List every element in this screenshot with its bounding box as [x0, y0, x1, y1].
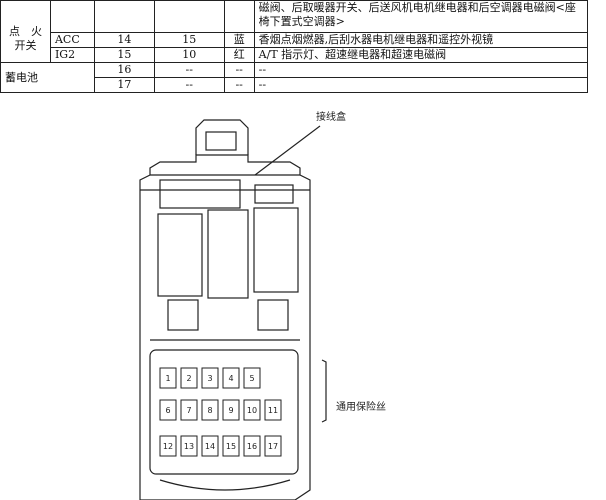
- fuse-number: 12: [163, 442, 173, 451]
- fuse-slot: [159, 367, 177, 389]
- fuse-table: 点 火 开关 磁阀、后取暖器开关、后送风机电机继电器和后空调器电磁阀<座椅下置式…: [0, 0, 589, 93]
- relay-block-left: [157, 213, 203, 297]
- fuse-number: 11: [268, 406, 278, 415]
- fuse-slot: [222, 367, 240, 389]
- relay-block-top: [159, 179, 241, 209]
- housing-outline: [139, 154, 311, 500]
- fuse-no-cell: 14: [93, 32, 155, 48]
- fuse-panel: [149, 349, 299, 475]
- fuse-number: 9: [228, 406, 233, 415]
- fuse-number: 14: [205, 442, 215, 451]
- amp-cell: --: [153, 77, 225, 93]
- fuse-slot: [201, 399, 219, 421]
- fuse-slot: [264, 399, 282, 421]
- fuse-no-cell: 16: [93, 62, 155, 78]
- fuse-slot: [180, 367, 198, 389]
- color-cell: 红: [223, 47, 255, 63]
- fuse-slot: [222, 399, 240, 421]
- fuse-number: 4: [228, 374, 233, 383]
- desc-cell: --: [253, 62, 589, 78]
- fuse-slot: [243, 367, 261, 389]
- color-cell: --: [223, 62, 255, 78]
- fuse-number: 2: [186, 374, 191, 383]
- fuse-slot: [159, 435, 177, 457]
- desc-cell: 香烟点烟燃器,后刮水器电机继电器和遥控外视镜: [253, 32, 589, 48]
- fuse-number: 1: [165, 374, 170, 383]
- amp-cell: 15: [153, 32, 225, 48]
- group-battery-cell: 蓄电池: [0, 62, 95, 93]
- fuse-number: 17: [268, 442, 278, 451]
- fuse-no-cell: [93, 0, 155, 33]
- table-row: 蓄电池 16 -- -- --: [0, 62, 589, 93]
- fuse-number: 7: [186, 406, 191, 415]
- table-row: 17 -- -- --: [1, 77, 589, 93]
- fuse-number: 15: [226, 442, 236, 451]
- general-fuses-label: 通用保险丝: [336, 400, 386, 413]
- fuse-number: 10: [247, 406, 257, 415]
- fuse-slot: [201, 435, 219, 457]
- fuse-number: 13: [184, 442, 194, 451]
- fuse-no-cell: 15: [93, 47, 155, 63]
- amp-cell: 10: [153, 47, 225, 63]
- desc-cell: A/T 指示灯、超速继电器和超速电磁阀: [253, 47, 589, 63]
- fuse-slot: [222, 435, 240, 457]
- fuse-number: 5: [249, 374, 254, 383]
- fuse-number: 3: [207, 374, 212, 383]
- fuse-slot: [264, 435, 282, 457]
- relay-block-right: [253, 207, 299, 293]
- table-row: IG2 15 10 红 A/T 指示灯、超速继电器和超速电磁阀: [1, 47, 589, 63]
- color-cell: --: [223, 77, 255, 93]
- fuse-no-cell: 17: [93, 77, 155, 93]
- group-ignition-cell: 点 火 开关: [0, 0, 51, 63]
- fuse-slot: [159, 399, 177, 421]
- fuse-number: 16: [247, 442, 257, 451]
- table-row: 点 火 开关 磁阀、后取暖器开关、后送风机电机继电器和后空调器电磁阀<座椅下置式…: [0, 0, 589, 63]
- amp-cell: [153, 0, 225, 33]
- fuse-slot: [180, 435, 198, 457]
- terminal-cell: ACC: [49, 32, 95, 48]
- top-connector: [195, 119, 249, 155]
- color-cell: [223, 0, 255, 33]
- terminal-cell: [49, 0, 95, 33]
- fuse-number: 6: [165, 406, 170, 415]
- desc-cell: --: [253, 77, 589, 93]
- junction-box-label: 接线盒: [316, 110, 346, 123]
- fuse-slot: [180, 399, 198, 421]
- fuse-number: 8: [207, 406, 212, 415]
- relay-block-middle: [207, 209, 249, 299]
- amp-cell: --: [153, 62, 225, 78]
- terminal-cell: IG2: [49, 47, 95, 63]
- desc-cell: 磁阀、后取暖器开关、后送风机电机继电器和后空调器电磁阀<座椅下置式空调器>: [253, 0, 589, 33]
- table-row: ACC 14 15 蓝 香烟点烟燃器,后刮水器电机继电器和遥控外视镜: [1, 32, 589, 48]
- fuse-slot: [243, 399, 261, 421]
- color-cell: 蓝: [223, 32, 255, 48]
- fuse-slot: [201, 367, 219, 389]
- fuse-slot: [243, 435, 261, 457]
